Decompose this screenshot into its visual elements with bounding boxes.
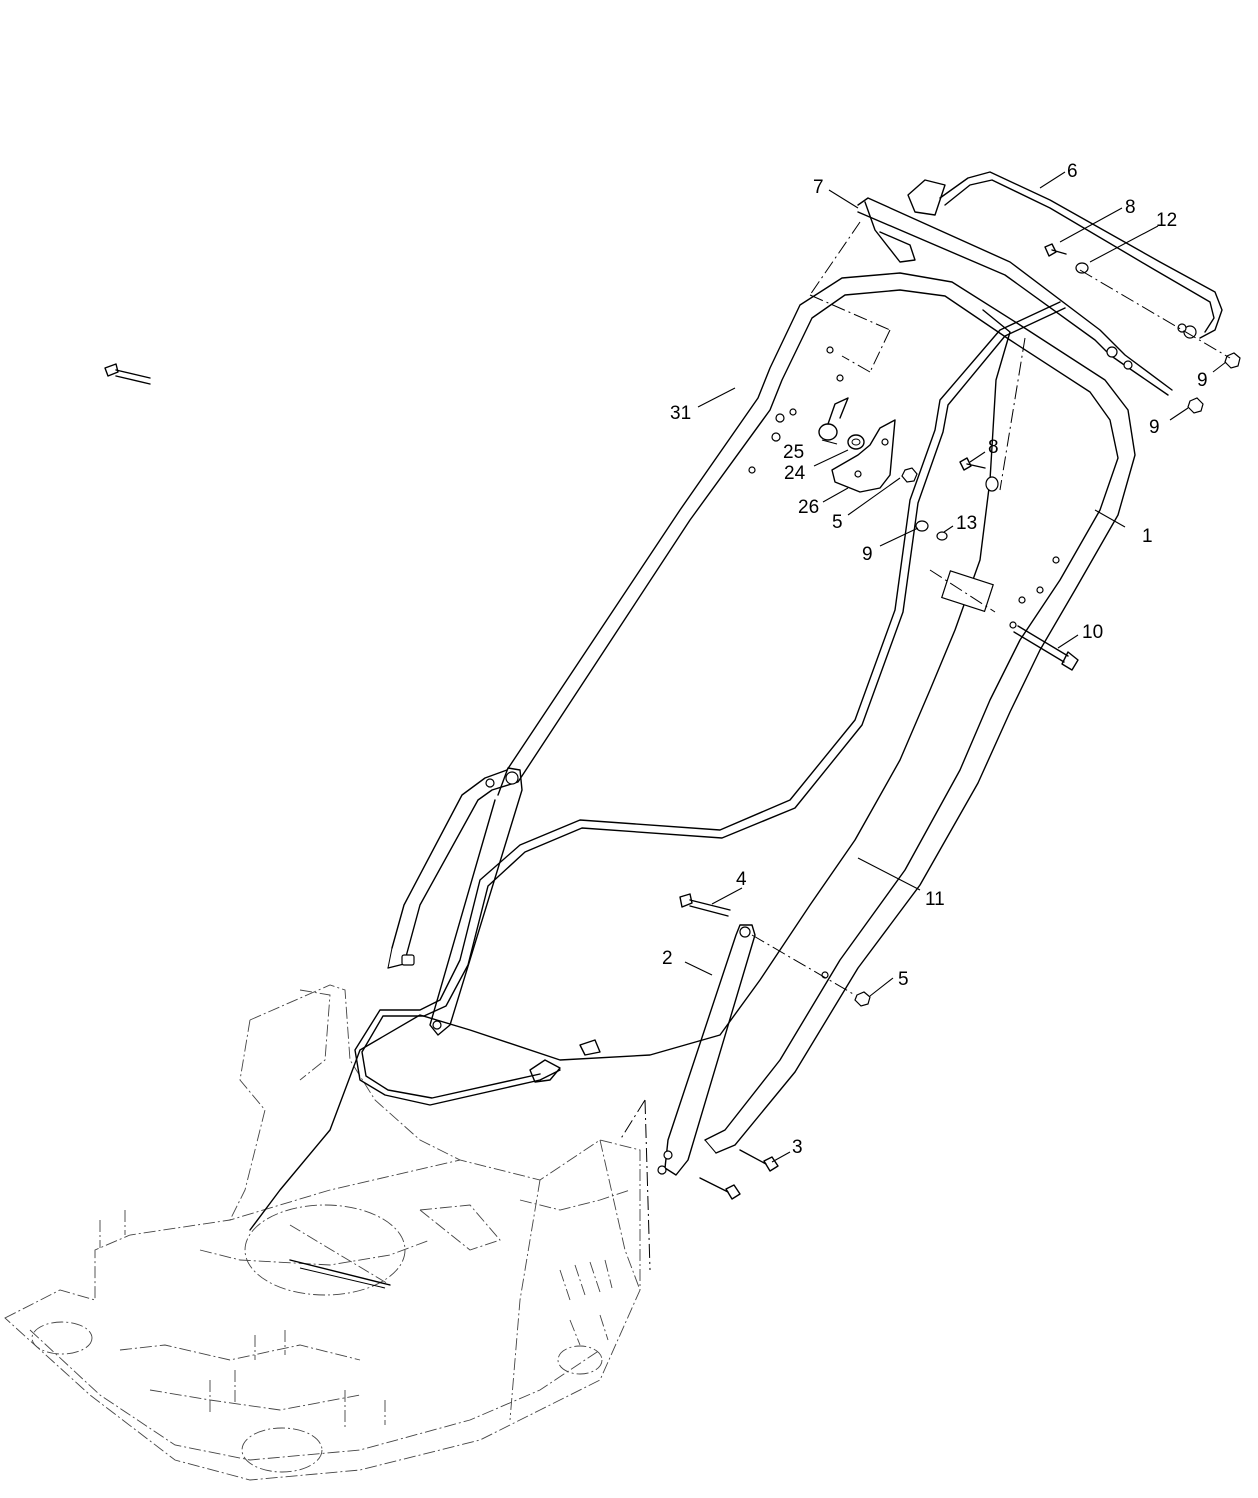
callout-5b: 5 (898, 969, 909, 990)
callout-10: 10 (1082, 622, 1103, 643)
callout-6: 6 (1067, 161, 1078, 182)
callout-labels: 1 2 3 4 5 5 6 7 8 8 9 9 9 10 11 12 13 24… (662, 161, 1208, 1158)
callout-9a: 9 (1197, 370, 1208, 391)
callout-1: 1 (1142, 526, 1153, 547)
callout-3: 3 (792, 1137, 803, 1158)
callout-9c: 9 (862, 544, 873, 565)
fastener-hardware (104, 243, 1241, 1271)
callout-11: 11 (925, 889, 945, 910)
callout-7: 7 (813, 177, 824, 198)
callout-8b: 8 (988, 437, 999, 458)
callout-24: 24 (784, 463, 806, 484)
callout-5a: 5 (832, 512, 843, 533)
callout-31: 31 (670, 403, 691, 424)
callout-25: 25 (783, 442, 804, 463)
leader-lines (684, 171, 1227, 1163)
lower-handle-links (429, 767, 756, 1176)
mower-deck-phantom (4, 984, 641, 1481)
control-cables (249, 301, 1066, 1289)
callout-12: 12 (1156, 210, 1177, 231)
callout-13: 13 (956, 513, 977, 534)
bail-and-control-bar (809, 171, 1223, 396)
callout-9b: 9 (1149, 417, 1160, 438)
callout-26: 26 (798, 497, 819, 518)
callout-2: 2 (662, 948, 673, 969)
callout-8a: 8 (1125, 197, 1136, 218)
main-handle (387, 272, 1136, 1154)
callout-4: 4 (736, 869, 747, 890)
